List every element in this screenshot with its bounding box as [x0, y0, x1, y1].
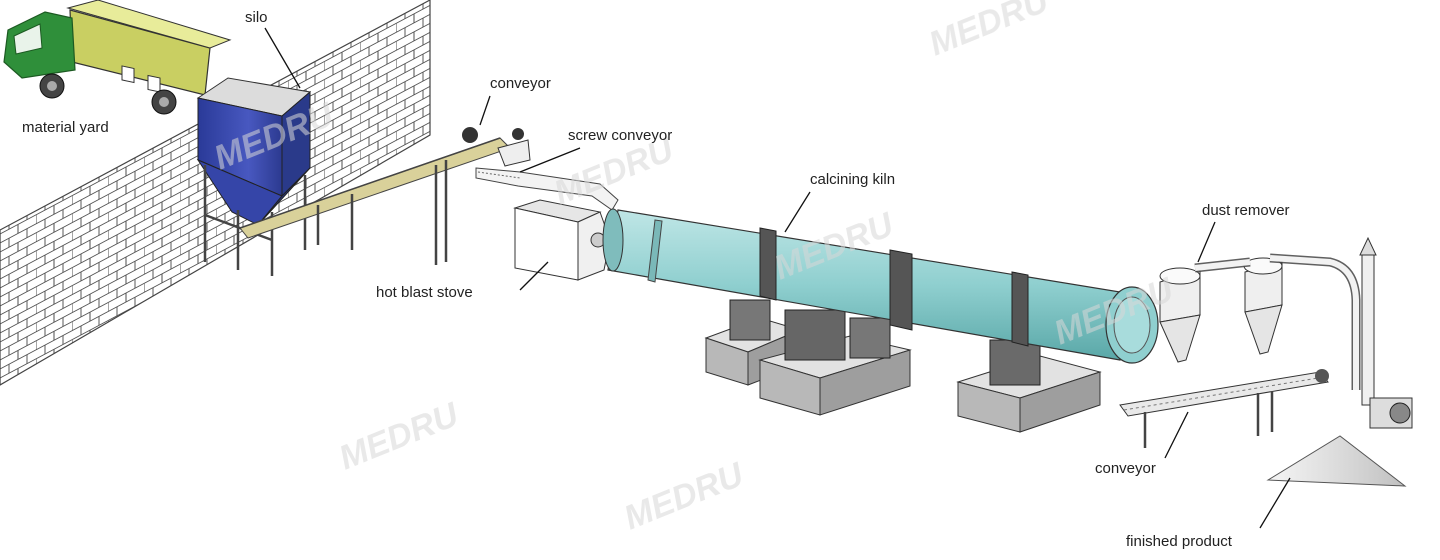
belt-conveyor	[239, 127, 531, 265]
label-dust-remover: dust remover	[1202, 202, 1290, 219]
label-material-yard: material yard	[22, 119, 109, 136]
label-conveyor-top: conveyor	[490, 75, 551, 92]
finished-product-pile	[1266, 435, 1407, 487]
hot-blast-stove	[513, 199, 611, 281]
kiln-supports	[704, 299, 1102, 433]
truck	[3, 0, 232, 115]
calcining-kiln	[602, 208, 1159, 364]
label-silo: silo	[245, 9, 268, 26]
brick-wall	[0, 0, 431, 386]
leader-lines	[264, 27, 1291, 529]
label-calcining-kiln: calcining kiln	[810, 171, 896, 188]
label-hot-blast-stove: hot blast stove	[376, 284, 473, 301]
bottom-conveyor	[1119, 369, 1329, 448]
dust-remover	[1159, 236, 1413, 429]
label-finished-product: finished product	[1126, 533, 1232, 550]
silo	[196, 77, 312, 276]
label-conveyor-bottom: conveyor	[1095, 460, 1156, 477]
label-screw-conveyor: screw conveyor	[568, 127, 673, 144]
watermark-6: MEDRU	[334, 395, 465, 477]
watermark-7: MEDRU	[619, 455, 750, 537]
watermark-1: MEDRU	[924, 0, 1055, 63]
